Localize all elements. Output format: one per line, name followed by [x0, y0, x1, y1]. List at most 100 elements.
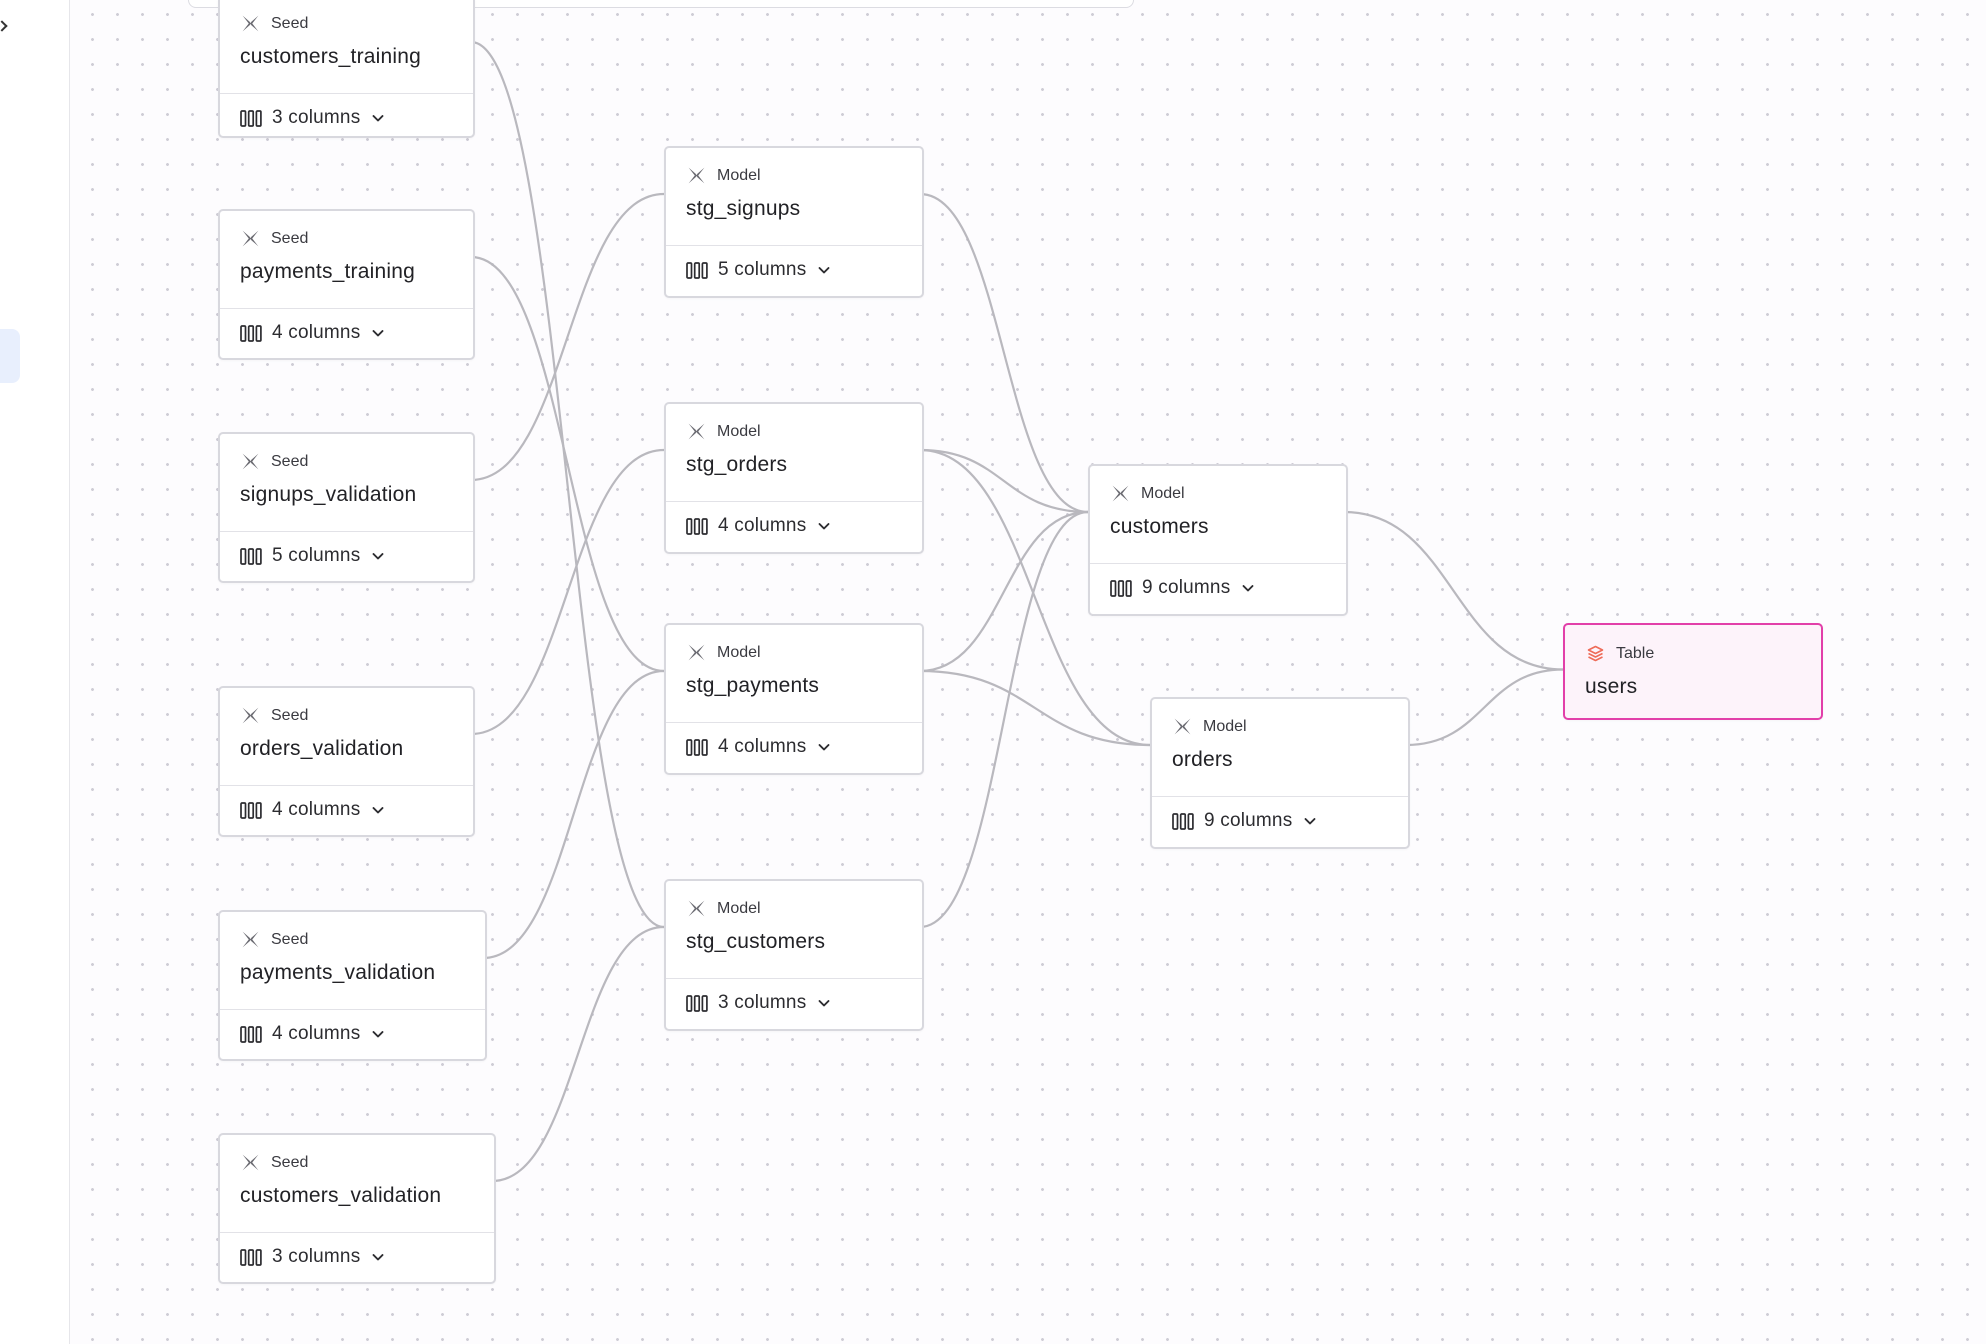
edge-stg-signups-to-customers — [919, 192, 1089, 514]
columns-toggle[interactable]: 9 columns — [1090, 564, 1346, 612]
edge-payments-training-to-stg-payments — [470, 255, 665, 673]
node-kind-label: Model — [717, 643, 761, 661]
node-kind: Model — [686, 898, 761, 919]
chevron-down-icon — [818, 1000, 830, 1007]
columns-icon — [686, 261, 708, 279]
node-name: orders — [1172, 748, 1233, 771]
node-name: customers_validation — [240, 1184, 442, 1207]
node-kind-label: Table — [1616, 644, 1655, 662]
edge-stg-payments-to-orders — [919, 669, 1151, 747]
node-kind: Seed — [240, 228, 308, 249]
node-kind: Seed — [240, 13, 308, 34]
columns-icon — [240, 801, 262, 819]
chevron-down-icon — [1304, 818, 1316, 825]
columns-toggle[interactable]: 3 columns — [220, 1233, 494, 1281]
node-kind-label: Model — [717, 899, 761, 917]
chevron-down-icon — [372, 807, 384, 814]
node-name: stg_payments — [686, 674, 820, 697]
sidebar-active-item[interactable] — [0, 329, 20, 383]
dbt-logo-icon — [688, 900, 705, 917]
model-node-customers[interactable]: Model customers 9 columns — [1088, 464, 1348, 616]
columns-toggle[interactable]: 3 columns — [666, 979, 922, 1027]
edge-stg-payments-to-customers — [919, 510, 1089, 673]
columns-icon — [1110, 579, 1132, 597]
columns-toggle[interactable]: 4 columns — [666, 723, 922, 771]
node-kind: Model — [1110, 483, 1185, 504]
node-kind: Model — [1172, 716, 1247, 737]
seed-node-customers-training[interactable]: Seed customers_training 3 columns — [218, 0, 475, 138]
node-kind-label: Seed — [271, 229, 309, 247]
node-kind: Seed — [240, 1152, 308, 1173]
columns-toggle[interactable]: 4 columns — [220, 1010, 485, 1058]
columns-toggle[interactable]: 4 columns — [666, 502, 922, 550]
dbt-logo-icon — [1174, 718, 1191, 735]
columns-toggle[interactable]: 4 columns — [220, 309, 473, 357]
node-kind-label: Seed — [271, 1153, 309, 1171]
seed-node-payments-training[interactable]: Seed payments_training 4 columns — [218, 209, 475, 360]
node-header: Model stg_customers — [666, 881, 922, 979]
columns-count-label: 3 columns — [272, 1246, 361, 1267]
chevron-down-icon — [372, 115, 384, 122]
dbt-logo-icon — [688, 644, 705, 661]
node-kind-label: Model — [1141, 484, 1185, 502]
dbt-logo-icon — [1112, 485, 1129, 502]
model-node-stg-payments[interactable]: Model stg_payments 4 columns — [664, 623, 924, 775]
columns-icon — [686, 994, 708, 1012]
columns-count-label: 3 columns — [718, 992, 807, 1013]
edge-payments-validation-to-stg-payments — [482, 669, 665, 960]
chevron-down-icon — [372, 1031, 384, 1038]
chevron-down-icon — [818, 744, 830, 751]
node-kind: Seed — [240, 451, 308, 472]
seed-node-payments-validation[interactable]: Seed payments_validation 4 columns — [218, 910, 487, 1061]
seed-node-orders-validation[interactable]: Seed orders_validation 4 columns — [218, 686, 475, 837]
table-node-users[interactable]: Table users — [1563, 623, 1823, 720]
columns-icon — [240, 324, 262, 342]
edge-stg-customers-to-customers — [919, 510, 1089, 929]
columns-toggle[interactable]: 4 columns — [220, 786, 473, 834]
node-name: signups_validation — [240, 483, 417, 506]
columns-count-label: 4 columns — [718, 515, 807, 536]
model-node-orders[interactable]: Model orders 9 columns — [1150, 697, 1410, 849]
columns-icon — [240, 109, 262, 127]
lineage-canvas[interactable]: Seed customers_training 3 columns Seed — [70, 0, 1986, 1344]
columns-count-label: 4 columns — [272, 1023, 361, 1044]
columns-toggle[interactable]: 3 columns — [220, 94, 473, 142]
model-node-stg-signups[interactable]: Model stg_signups 5 columns — [664, 146, 924, 298]
node-name: stg_orders — [686, 453, 788, 476]
edge-customers-training-to-stg-customers — [470, 40, 665, 929]
edge-signups-validation-to-stg-signups — [470, 192, 665, 482]
node-header: Model customers — [1090, 466, 1346, 564]
edge-customers-to-users — [1343, 510, 1564, 671]
node-kind: Model — [686, 165, 761, 186]
dbt-logo-icon — [242, 230, 259, 247]
columns-count-label: 5 columns — [718, 259, 807, 280]
node-kind: Model — [686, 421, 761, 442]
columns-toggle[interactable]: 5 columns — [666, 246, 922, 294]
columns-count-label: 5 columns — [272, 545, 361, 566]
columns-count-label: 4 columns — [272, 799, 361, 820]
dbt-logo-icon — [242, 931, 259, 948]
model-node-stg-customers[interactable]: Model stg_customers 3 columns — [664, 879, 924, 1031]
columns-toggle[interactable]: 5 columns — [220, 532, 473, 580]
node-header: Seed signups_validation — [220, 434, 473, 532]
node-name: stg_customers — [686, 930, 826, 953]
seed-node-customers-validation[interactable]: Seed customers_validation 3 columns — [218, 1133, 496, 1284]
dbt-logo-icon — [688, 423, 705, 440]
collapse-caret-icon[interactable] — [0, 20, 8, 32]
node-kind-label: Seed — [271, 930, 309, 948]
columns-toggle[interactable]: 9 columns — [1152, 797, 1408, 845]
chevron-down-icon — [818, 523, 830, 530]
node-header: Model stg_signups — [666, 148, 922, 246]
columns-icon — [686, 517, 708, 535]
node-name: stg_signups — [686, 197, 801, 220]
edge-customers-validation-to-stg-customers — [491, 925, 665, 1183]
model-node-stg-orders[interactable]: Model stg_orders 4 columns — [664, 402, 924, 554]
node-name: customers — [1110, 515, 1209, 538]
node-header: Seed customers_training — [220, 0, 473, 94]
seed-node-signups-validation[interactable]: Seed signups_validation 5 columns — [218, 432, 475, 583]
table-layers-icon — [1587, 645, 1604, 662]
node-kind-label: Seed — [271, 452, 309, 470]
chevron-down-icon — [372, 330, 384, 337]
edge-stg-orders-to-customers — [919, 448, 1089, 514]
node-kind-label: Model — [717, 422, 761, 440]
